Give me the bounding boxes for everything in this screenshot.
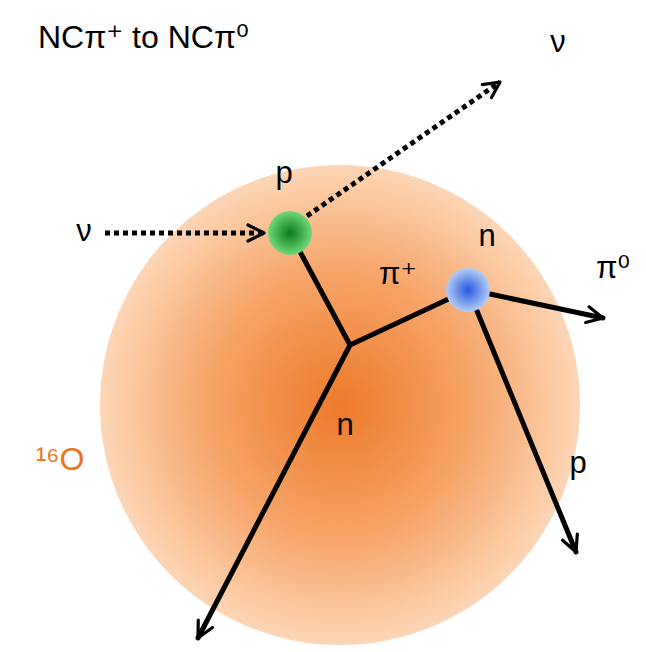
nucleus-label: ¹⁶O xyxy=(36,441,85,477)
neutron-dot: n xyxy=(446,268,490,312)
oxygen-nucleus xyxy=(100,165,580,645)
pion-track xyxy=(300,252,448,345)
label-holder: p xyxy=(569,446,586,480)
title-holder: NCπ⁺ to NCπ⁰ xyxy=(38,20,249,55)
nucleon-dot xyxy=(268,211,312,255)
proton-dot: p xyxy=(268,211,312,255)
neutron-track xyxy=(198,345,350,638)
particle-label: n xyxy=(478,218,495,253)
pion-label: π⁰ xyxy=(596,250,630,285)
pion-label: π⁺ xyxy=(379,256,417,291)
outgoing-neutrino-line xyxy=(307,82,500,216)
nucleon-shape xyxy=(268,211,312,255)
pi0-track xyxy=(490,294,603,318)
incoming-neutrino-line xyxy=(105,231,264,236)
nucleon-shape xyxy=(446,268,490,312)
nucleon-dot xyxy=(446,268,490,312)
proton-label: p xyxy=(569,445,586,480)
particle-label: p xyxy=(275,155,292,190)
edge-label-holder: π⁺ xyxy=(379,257,417,291)
label-holder: ν xyxy=(550,25,566,59)
diagram-title: NCπ⁺ to NCπ⁰ xyxy=(38,19,249,55)
label-holder: n xyxy=(336,408,353,442)
neutrino-label: ν xyxy=(550,24,566,59)
label-holder: ¹⁶O xyxy=(36,442,85,477)
neutron-label: n xyxy=(336,407,353,442)
particle-label-holder: n xyxy=(478,219,495,253)
neutrino-label: ν xyxy=(76,213,92,248)
particle-label-holder: p xyxy=(275,156,292,190)
label-holder: ν xyxy=(76,214,92,248)
label-holder: π⁰ xyxy=(596,251,630,285)
proton-track xyxy=(477,311,576,552)
